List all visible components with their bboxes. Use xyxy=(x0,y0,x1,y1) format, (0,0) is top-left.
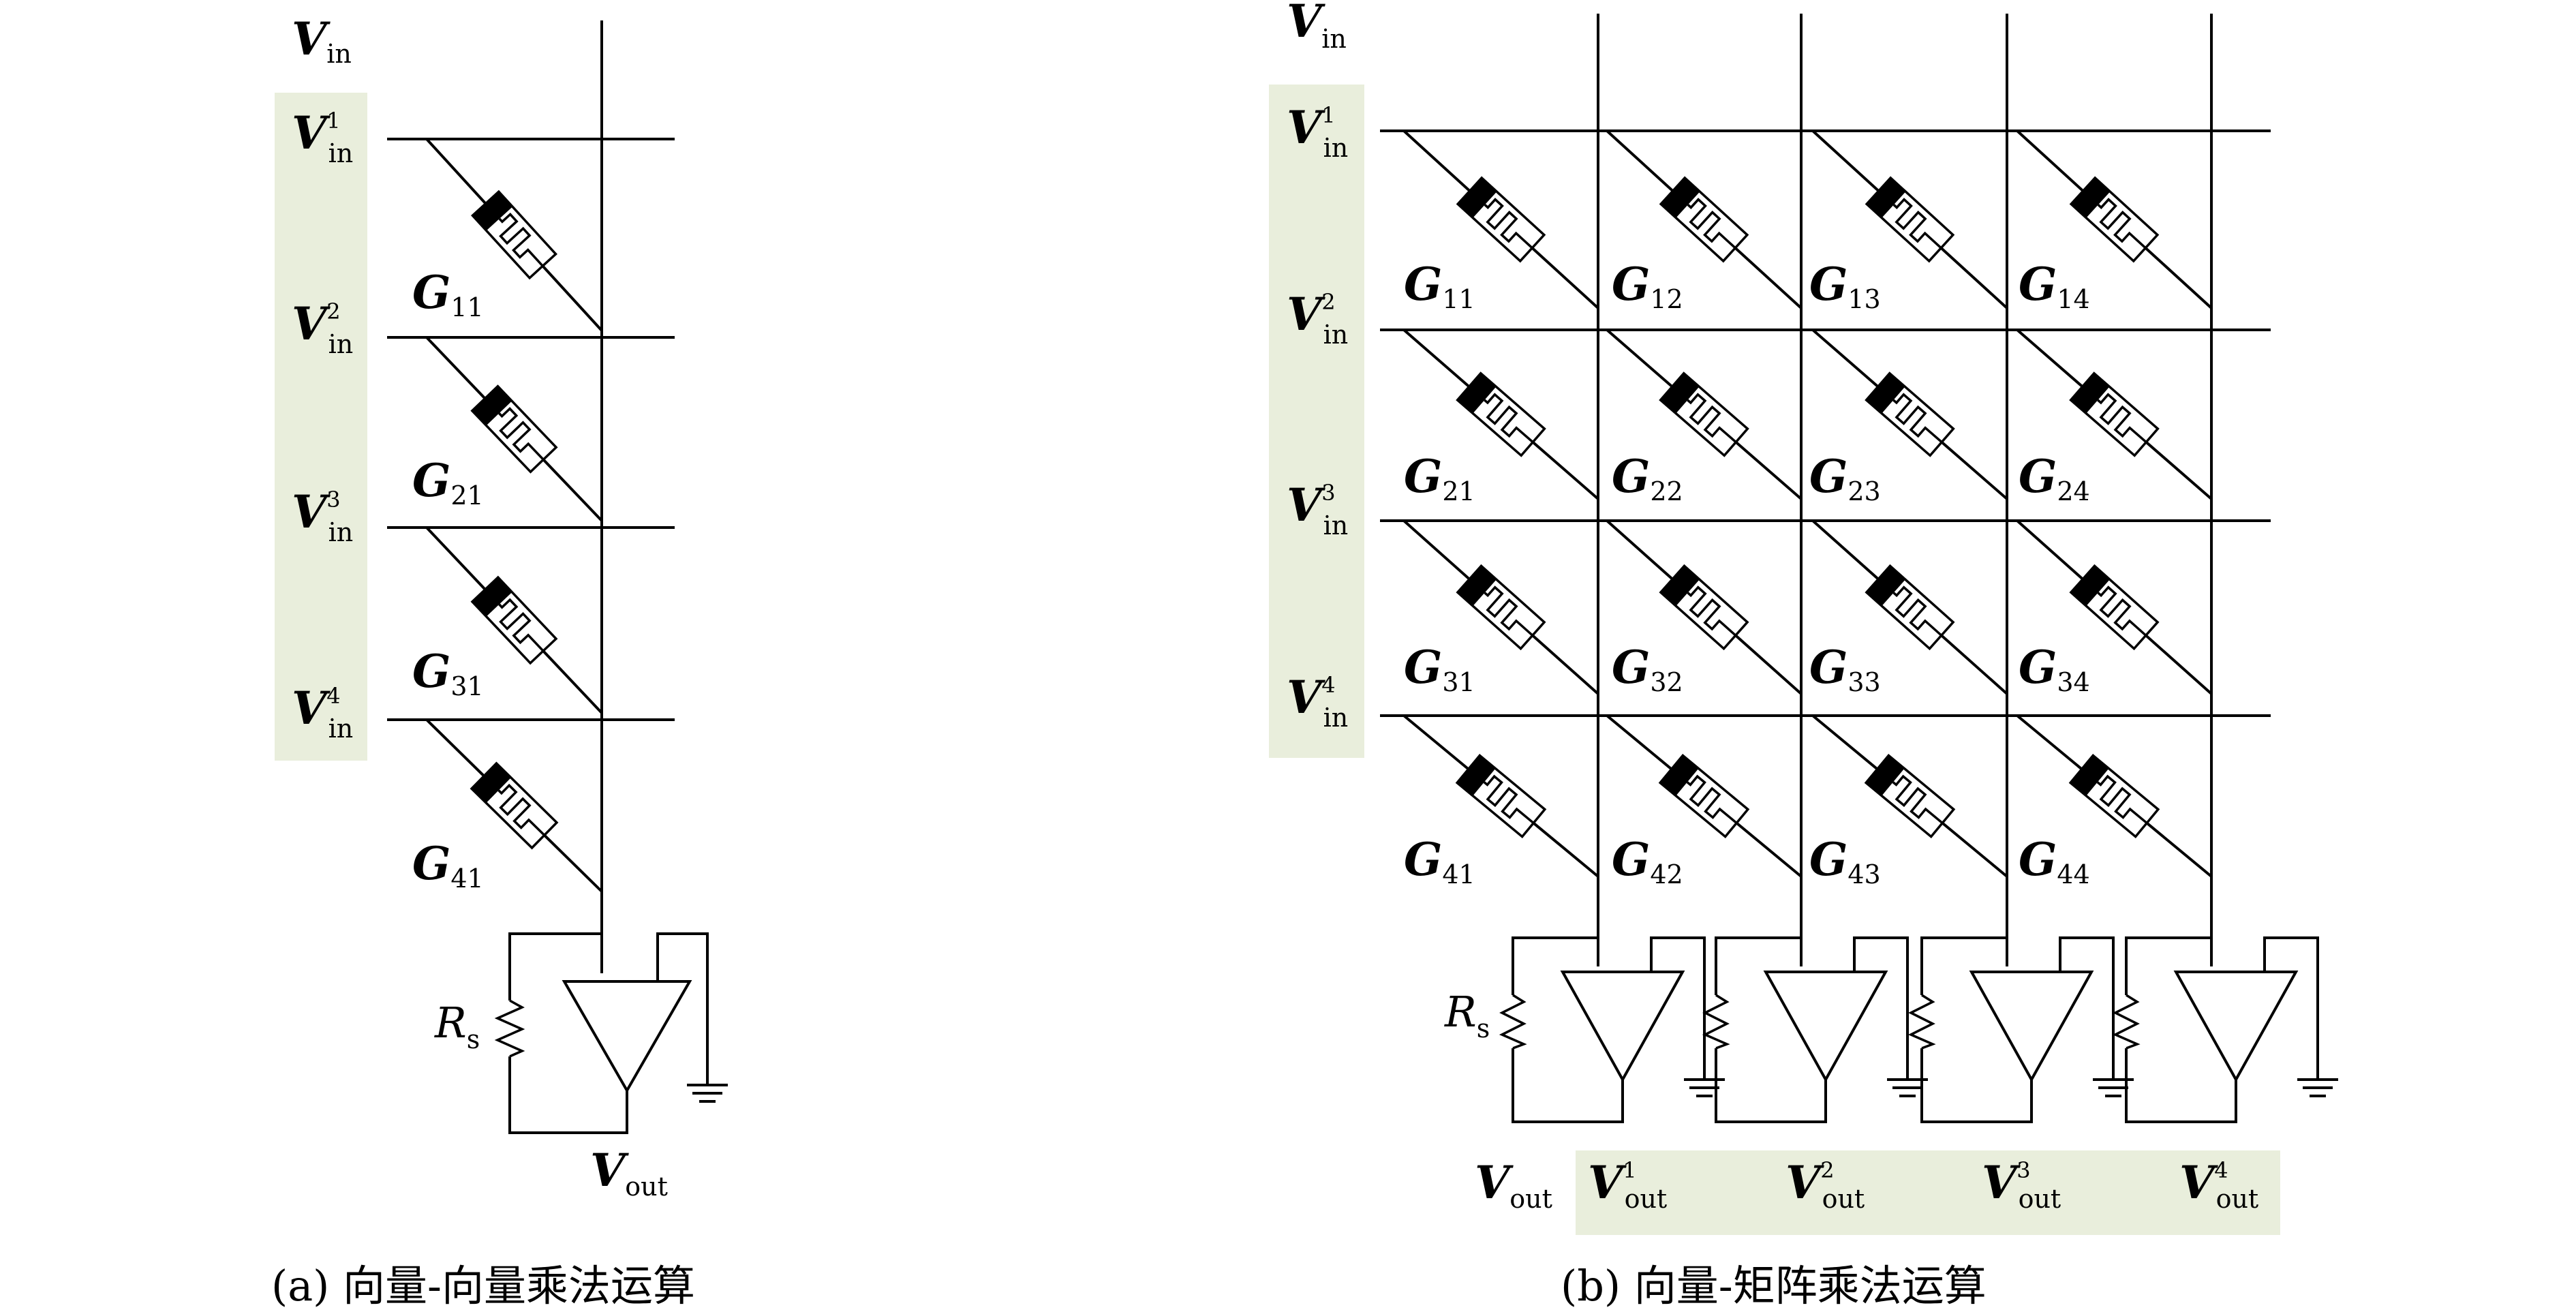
panel-b-output-highlight xyxy=(1576,1150,2280,1235)
panel-a-caption: (a) 向量-向量乘法运算 xyxy=(271,1261,695,1311)
memristor-g33 xyxy=(1811,519,2008,695)
panel-b-g13: G13 xyxy=(1809,258,1881,314)
panel-b-memristors xyxy=(1402,129,2213,878)
panel-b-amplifiers xyxy=(1499,936,2338,1123)
panel-a-g41: G41 xyxy=(412,837,484,894)
panel-b-g21: G21 xyxy=(1404,450,1475,506)
panel-b-g34: G34 xyxy=(2019,641,2090,697)
memristor-g32 xyxy=(1606,519,1803,695)
panel-a-vin-label: Vin xyxy=(292,12,352,69)
panel-b-g12: G12 xyxy=(1612,258,1683,314)
panel-b-input-highlight xyxy=(1269,85,1364,758)
panel-b-g32: G32 xyxy=(1612,641,1683,697)
panel-b-g41: G41 xyxy=(1404,833,1475,889)
memristor-g23 xyxy=(1811,329,2008,500)
memristor-g14 xyxy=(2016,129,2213,309)
memristor-g41 xyxy=(425,718,603,893)
panel-a-g11: G11 xyxy=(412,266,484,322)
panel-b-vin-label: Vin xyxy=(1287,0,1347,54)
panel-b-g22: G22 xyxy=(1612,450,1683,506)
panel-a-circuit xyxy=(387,20,675,973)
memristor-g31 xyxy=(425,526,603,714)
panel-b-caption: (b) 向量-矩阵乘法运算 xyxy=(1561,1261,1987,1311)
memristor-g34 xyxy=(2016,519,2213,695)
memristor-g11 xyxy=(1402,129,1599,309)
memristor-g13 xyxy=(1811,129,2008,309)
panel-b-g24: G24 xyxy=(2019,450,2090,506)
memristor-g11 xyxy=(425,138,603,332)
panel-b-g31: G31 xyxy=(1404,641,1475,697)
memristor-g12 xyxy=(1606,129,1803,309)
panel-b-amplifier-4 xyxy=(2112,936,2338,1123)
panel-b-g11: G11 xyxy=(1404,258,1475,314)
memristor-g44 xyxy=(2016,714,2213,878)
panel-b-amplifier-3 xyxy=(1907,936,2134,1123)
panel-a-memristors xyxy=(425,138,603,893)
panel-b-g43: G43 xyxy=(1809,833,1881,889)
memristor-g31 xyxy=(1402,519,1599,695)
memristor-g21 xyxy=(1402,329,1599,500)
panel-a-rs-label: Rs xyxy=(434,998,480,1054)
panel-b-g44: G44 xyxy=(2019,833,2090,889)
panel-b-conductance-labels: G11 G12 G13 G14 G21 G22 G23 G24 G31 G32 … xyxy=(1404,258,2090,889)
memristor-g41 xyxy=(1402,714,1599,878)
panel-a-vout-label: Vout xyxy=(590,1144,668,1202)
panel-b-rs-label: Rs xyxy=(1444,987,1490,1043)
panel-a-amplifier xyxy=(494,932,728,1134)
memristor-g22 xyxy=(1606,329,1803,500)
memristor-g42 xyxy=(1606,714,1803,878)
panel-a-g31: G31 xyxy=(412,645,484,701)
panel-b-g42: G42 xyxy=(1612,833,1683,889)
memristor-g43 xyxy=(1811,714,2008,878)
panel-a-g21: G21 xyxy=(412,454,484,510)
panel-b-g23: G23 xyxy=(1809,450,1881,506)
panel-b-g14: G14 xyxy=(2019,258,2090,314)
panel-b-amplifier-2 xyxy=(1702,936,1928,1123)
panel-b-vout-label: Vout xyxy=(1475,1156,1552,1214)
panel-b-circuit xyxy=(1380,14,2271,966)
memristor-g21 xyxy=(425,336,603,522)
panel-b-amplifier-1 xyxy=(1499,936,1725,1123)
panel-a-input-highlight xyxy=(275,93,367,761)
panel-b-g33: G33 xyxy=(1809,641,1881,697)
memristor-g24 xyxy=(2016,329,2213,500)
